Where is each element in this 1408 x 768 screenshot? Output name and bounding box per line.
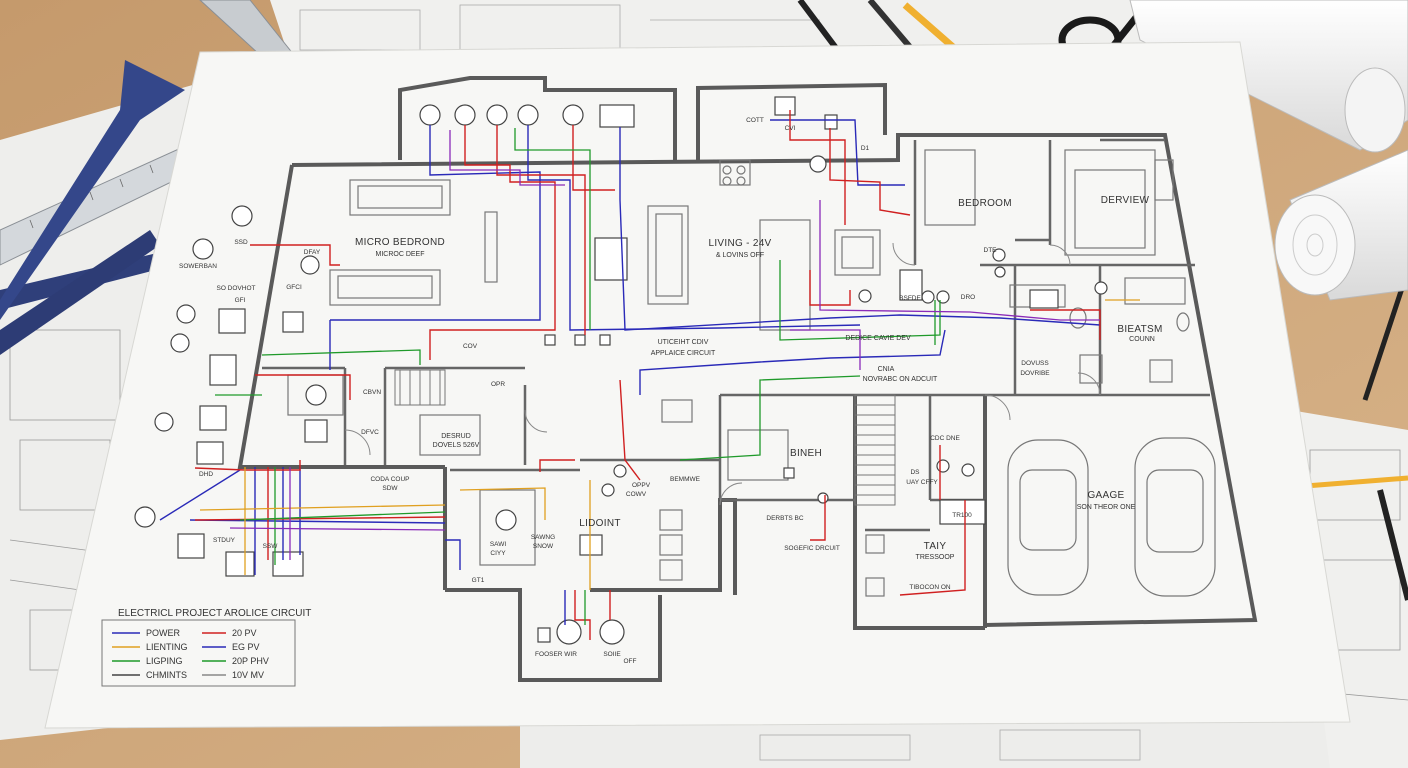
appliance-top-note: UTICEIHT CDIV [658, 339, 709, 346]
gt1-note: GT1 [472, 577, 485, 584]
sogefic-note: SOGEFIC DRCUIT [784, 545, 840, 552]
main-drawing-sheet [44, 41, 1351, 729]
sawi-note: SAWI [490, 541, 507, 548]
room-family-sub: MICROC DEEF [376, 251, 425, 258]
room-family-label: MICRO BEDROND [355, 237, 445, 248]
doors [344, 242, 1101, 506]
room-garage-label: GAAGE [1087, 490, 1124, 501]
tibocon-note: TIBOCON ON [909, 584, 950, 591]
dro-note: DRO [961, 294, 975, 301]
oppv-note: OPPV [632, 482, 651, 489]
fooser-note: FOOSER WIR [535, 651, 577, 658]
furniture [287, 149, 1190, 597]
room-utility-sub: TRESSOOP [916, 554, 955, 561]
dhd-note: DHD [199, 471, 213, 478]
room-garage-sub: SON THEOR ONE [1077, 504, 1136, 511]
off-note: OFF [624, 658, 637, 665]
blueprint-rolls [1129, 0, 1408, 301]
cott-note: COTT [746, 117, 764, 124]
soiie-note: SOIIE [603, 651, 621, 658]
dfay-note: DFAY [304, 249, 321, 256]
room-labels: MICRO BEDROND MICROC DEEF LIVING - 24V &… [355, 195, 1162, 561]
dedicated-note: DEDICE CAVIE DEV [845, 335, 911, 342]
cnia-note: CNIA [878, 366, 895, 373]
room-bathroom-label: BIEATSM [1117, 324, 1162, 335]
sodoom-note: SO DOVHOT [216, 285, 255, 292]
room-utility-label: TAIY [924, 541, 947, 552]
room-hall-sub: DOVELS 526V [433, 442, 480, 449]
dovuss-note: DOVUSS [1021, 360, 1049, 367]
gfi-note: GFI [235, 297, 246, 304]
room-bedroom-label: BEDROOM [958, 198, 1012, 209]
gfci-left-note: GFCI [286, 284, 302, 291]
bsfde-note: BSFDE [899, 295, 921, 302]
garage-cars [1007, 437, 1216, 597]
legend-box [101, 619, 296, 687]
legend-value-label: EG PV [232, 642, 260, 652]
derbts-note: DERBTS BC [766, 515, 804, 522]
wiring-power [159, 119, 1101, 625]
room-living-sub: & LOVINS OFF [716, 252, 764, 259]
circuit-annotations: UTICEIHT CDIV APPLAICE CIRCUIT DEDICE CA… [179, 117, 1050, 665]
triangle-square [0, 60, 185, 355]
cbvn-note: CBVN [363, 389, 381, 396]
wiring-appliance [199, 299, 1140, 590]
ssw-note: SSW [263, 543, 279, 550]
uay-cffy-note: UAY CFFY [906, 479, 938, 486]
sdw-note: SDW [382, 485, 398, 492]
room-hall-label: DESRUD [441, 433, 471, 440]
room-bathroom-sub: COUNN [1129, 336, 1155, 343]
stduy-note: STDUY [213, 537, 236, 544]
legend-value-label: 20P PHV [232, 656, 269, 666]
dfvc-note: DFVC [361, 429, 379, 436]
legend-value-label: 20 PV [232, 628, 257, 638]
d1-note: D1 [861, 145, 870, 152]
appliance-circuit-note: APPLAICE CIRCUIT [651, 350, 716, 357]
legend: ELECTRICL PROJECT AROLICE CIRCUIT POWER 2… [101, 608, 311, 687]
coda-note: CODA COUP [370, 476, 409, 483]
sowerban-note: SOWERBAN [179, 263, 217, 270]
ssd-note: SSD [234, 239, 248, 246]
wiring-hot [194, 110, 1101, 640]
sawng-note: SAWNG [531, 534, 555, 541]
novable-note: NOVRABC ON ADCUIT [863, 376, 938, 383]
legend-value-label: 10V MV [232, 670, 264, 680]
snow-note: SNOW [533, 543, 554, 550]
room-laundry-label: LIDOINT [579, 518, 621, 529]
room-bedroom2-label: DERVIEW [1101, 195, 1150, 206]
tr100-note: TR100 [952, 512, 972, 519]
legend-item-label: POWER [146, 628, 181, 638]
legend-item-label: CHMINTS [146, 670, 187, 680]
interior-walls [262, 138, 1210, 532]
legend-item-label: LIGPING [146, 656, 183, 666]
cvi-note: CVI [785, 125, 796, 132]
room-living-label: LIVING - 24V [708, 238, 771, 249]
opr-note: OPR [491, 381, 505, 388]
dovribe-note: DOVRIBE [1020, 370, 1050, 377]
dte-note: DTE [984, 247, 998, 254]
wiring-purple [229, 130, 1100, 560]
ciyy-note: CIYY [490, 550, 506, 557]
ds-note: DS [910, 469, 920, 476]
cdc-note: CDC DNE [930, 435, 960, 442]
room-kitchen-label: BINEH [790, 448, 822, 459]
legend-item-label: LIENTING [146, 642, 188, 652]
legend-title: ELECTRICL PROJECT AROLICE CIRCUIT [118, 608, 311, 619]
cowv-note: COWV [626, 491, 647, 498]
cov-note: COV [463, 343, 478, 350]
bemmwe-note: BEMMWE [670, 476, 701, 483]
stairs [394, 369, 896, 506]
